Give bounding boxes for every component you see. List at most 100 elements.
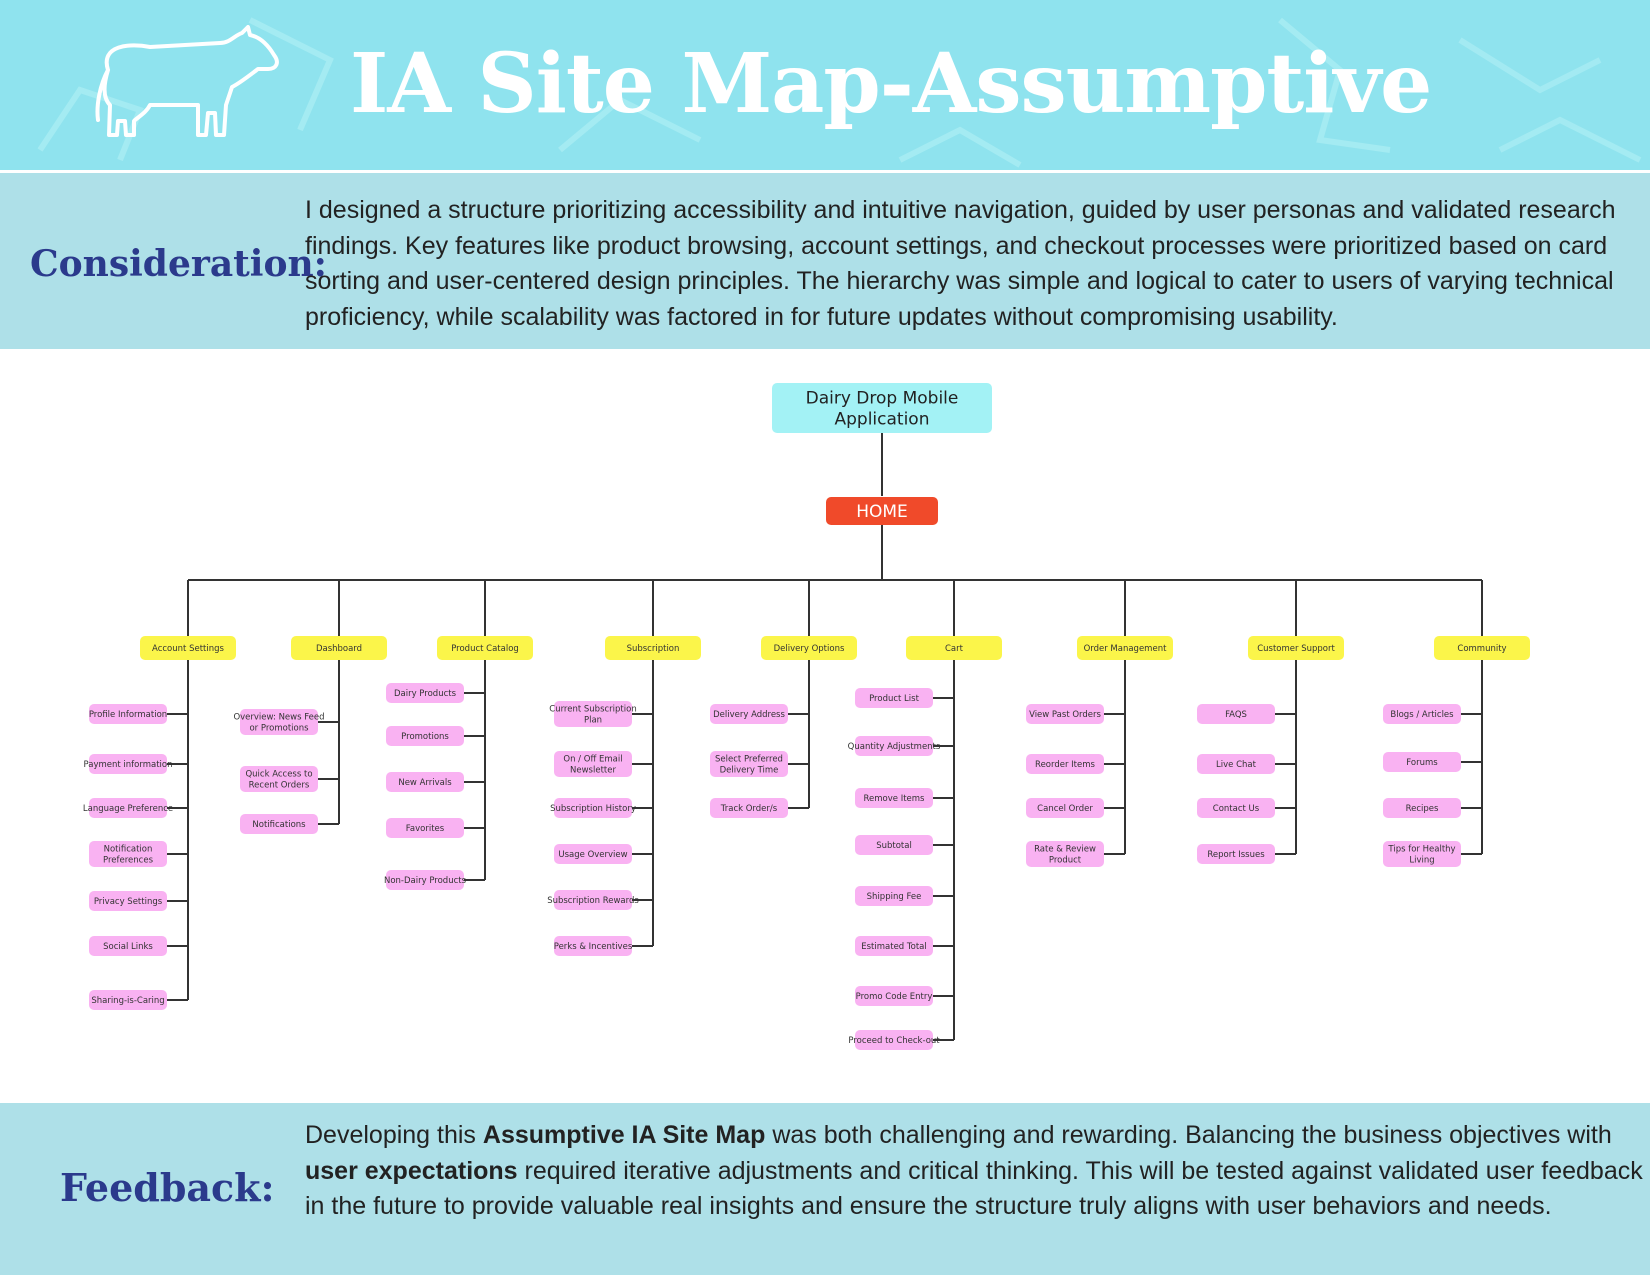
child-node-box <box>386 772 464 792</box>
child-node-box <box>1026 798 1104 818</box>
child-node-box <box>855 1030 933 1050</box>
child-node-box <box>554 701 632 727</box>
feedback-text-part: was both challenging and rewarding. Bala… <box>765 1121 1612 1149</box>
child-node-box <box>386 683 464 703</box>
child-node-box <box>1197 704 1275 724</box>
child-node: Privacy Settings <box>89 891 167 911</box>
consideration-section: Consideration: I designed a structure pr… <box>0 173 1650 349</box>
child-node-box <box>855 936 933 956</box>
child-node-label: Report Issues <box>1207 850 1265 860</box>
child-node-label: Plan <box>584 715 602 725</box>
child-node: Favorites <box>386 818 464 838</box>
child-node-label: Blogs / Articles <box>1390 710 1454 720</box>
child-node-label: Product List <box>869 694 920 704</box>
child-node-box <box>89 754 167 774</box>
category-node-label: Community <box>1457 644 1506 654</box>
child-node-label: Quick Access to <box>245 770 312 780</box>
child-node-box <box>1026 704 1104 724</box>
child-node-label: or Promotions <box>249 723 309 733</box>
category-node-box <box>761 636 857 660</box>
category-node-box <box>1248 636 1344 660</box>
category-node-label: Dashboard <box>316 644 362 654</box>
category-node-box <box>906 636 1002 660</box>
child-node-box <box>855 835 933 855</box>
child-node: Subscription Rewards <box>547 890 639 910</box>
child-node: Notifications <box>240 814 318 834</box>
child-node-box <box>89 936 167 956</box>
feedback-bold-part: user expectations <box>305 1156 518 1185</box>
child-node-label: Sharing-is-Caring <box>91 996 164 1006</box>
home-node: HOME <box>826 497 938 525</box>
child-node-label: Usage Overview <box>558 850 627 860</box>
child-node-box <box>240 766 318 792</box>
child-node-box <box>1197 754 1275 774</box>
feedback-bold-part: Assumptive IA Site Map <box>482 1121 766 1149</box>
child-node-box <box>89 841 167 867</box>
child-node-label: Track Order/s <box>720 804 778 814</box>
page-title: IA Site Map-Assumptive <box>350 36 1432 132</box>
child-node: Promo Code Entry <box>855 986 933 1006</box>
child-node-box <box>1197 798 1275 818</box>
child-node: Language Preference <box>83 798 173 818</box>
child-node-label: Dairy Products <box>394 689 457 699</box>
root-node-box <box>772 383 992 433</box>
child-node-box <box>1197 844 1275 864</box>
child-node-box <box>855 886 933 906</box>
cow-logo-icon <box>95 25 279 137</box>
feedback-text: Developing this Assumptive IA Site Map w… <box>305 1118 1645 1225</box>
feedback-label: Feedback: <box>60 1165 275 1210</box>
child-node-box <box>240 814 318 834</box>
child-node-label: Notifications <box>252 820 306 830</box>
category-node: Community <box>1434 636 1530 660</box>
child-node-box <box>240 709 318 735</box>
child-node-label: Quantity Adjustments <box>848 742 941 752</box>
category-node-box <box>437 636 533 660</box>
child-node: New Arrivals <box>386 772 464 792</box>
child-node-label: Preferences <box>103 855 154 865</box>
header-banner: IA Site Map-Assumptive <box>0 0 1650 170</box>
child-node: Social Links <box>89 936 167 956</box>
child-node-box <box>554 936 632 956</box>
consideration-label: Consideration: <box>30 243 327 285</box>
child-node: Delivery Address <box>710 704 788 724</box>
child-node-label: Rate & Review <box>1034 845 1096 855</box>
child-node-label: Payment information <box>84 760 173 770</box>
category-node-label: Subscription <box>627 644 680 654</box>
category-node: Dashboard <box>291 636 387 660</box>
consideration-text: I designed a structure prioritizing acce… <box>305 196 1616 331</box>
child-node: Profile Information <box>89 704 167 724</box>
child-node: Estimated Total <box>855 936 933 956</box>
child-node-box <box>554 890 632 910</box>
child-node-label: Forums <box>1406 758 1438 768</box>
child-node-box <box>386 818 464 838</box>
child-node-label: Delivery Address <box>713 710 785 720</box>
child-node-box <box>89 704 167 724</box>
child-node: Dairy Products <box>386 683 464 703</box>
child-node-label: Tips for Healthy <box>1387 845 1455 855</box>
child-node-label: Contact Us <box>1213 804 1260 814</box>
category-node-label: Account Settings <box>152 644 224 654</box>
child-node: Report Issues <box>1197 844 1275 864</box>
child-node-label: Promotions <box>401 732 449 742</box>
category-node: Subscription <box>605 636 701 660</box>
child-node-label: Recipes <box>1406 804 1439 814</box>
child-node-label: Living <box>1409 855 1434 865</box>
child-node-label: Newsletter <box>570 765 616 775</box>
child-node-box <box>855 986 933 1006</box>
child-node-box <box>1026 754 1104 774</box>
child-node-box <box>710 751 788 777</box>
child-node-box <box>1383 798 1461 818</box>
child-node-box <box>89 798 167 818</box>
child-node-label: Recent Orders <box>249 780 310 790</box>
child-node-label: Notification <box>104 845 153 855</box>
child-node-label: Non-Dairy Products <box>384 876 467 886</box>
category-node-label: Customer Support <box>1257 644 1335 654</box>
category-node-label: Cart <box>945 644 964 654</box>
